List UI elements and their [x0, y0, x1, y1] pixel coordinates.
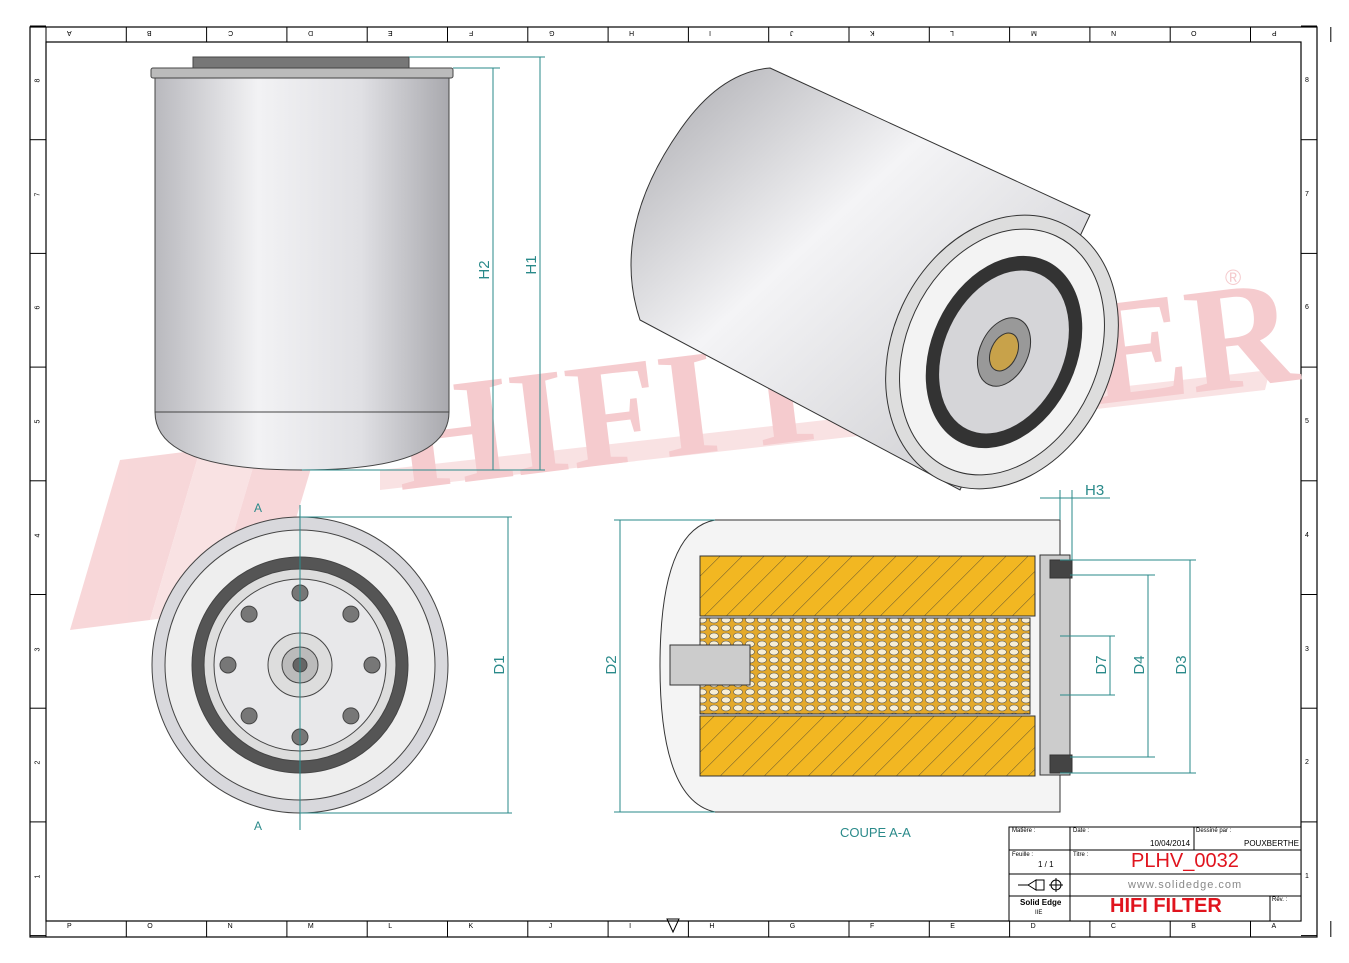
titre-label: Titre :: [1073, 852, 1089, 858]
section-view: [659, 519, 1073, 813]
row-label-left: 7: [34, 192, 42, 197]
row-label: 8: [1305, 77, 1309, 84]
column-label: N: [227, 923, 233, 930]
column-label-top: C: [227, 29, 233, 36]
bolt-hole: [342, 605, 360, 623]
filter-media-top: [699, 555, 1036, 617]
row-label-left: 2: [34, 760, 42, 765]
column-label-top: K: [870, 29, 875, 36]
column-label-top: A: [67, 29, 72, 36]
date-label: Date :: [1073, 828, 1090, 834]
center-mark-icon: [666, 918, 680, 934]
dim-h3: H3: [1085, 482, 1104, 499]
column-label-top: D: [307, 29, 313, 36]
column-label-top: H: [629, 29, 635, 36]
column-label: A: [1271, 923, 1277, 930]
row-label: 6: [1305, 304, 1309, 312]
outer-frame: [29, 26, 1318, 938]
column-label-top: L: [950, 29, 955, 36]
row-label-left: 1: [34, 874, 42, 879]
perforated-core: [699, 617, 1031, 715]
column-label: O: [147, 923, 153, 930]
column-label-top: F: [468, 29, 473, 36]
website: www.solidedge.com: [1128, 879, 1243, 891]
row-label-left: 5: [34, 419, 42, 424]
border-ticks: [30, 25, 1332, 937]
column-label: G: [789, 923, 796, 930]
row-label: 4: [1305, 531, 1309, 539]
column-label: J: [548, 923, 553, 930]
projection-symbol-icon: [1018, 878, 1063, 892]
column-label-top: B: [147, 29, 152, 36]
dim-d2: D2: [603, 655, 620, 674]
dimension-labels: H1 H2 H3 D1 D2 D3 D4 D7 A A COUPE A-A: [254, 255, 1190, 840]
matiere-label: Matière :: [1012, 828, 1036, 834]
row-label-left: 8: [34, 78, 42, 83]
row-label-left: 6: [34, 305, 42, 310]
dessine-value: POUXBERTHE: [1244, 839, 1299, 848]
column-label: H: [709, 923, 715, 930]
dim-h2: H2: [476, 260, 493, 279]
section-mark-top: A: [254, 501, 262, 515]
column-label: C: [1110, 923, 1116, 930]
dim-d3: D3: [1173, 655, 1190, 674]
bolt-hole: [363, 656, 381, 674]
column-label-top: J: [789, 29, 794, 36]
software-name: Solid Edge: [1020, 898, 1062, 907]
dim-h1: H1: [523, 255, 540, 274]
date-value: 10/04/2014: [1150, 839, 1191, 848]
column-label: E: [950, 923, 955, 930]
column-label: I: [629, 923, 632, 930]
title-block: [1008, 826, 1302, 922]
software-sub: IIE: [1035, 910, 1043, 916]
row-label-left: 4: [34, 533, 42, 538]
column-label: P: [67, 923, 72, 930]
dim-d1: D1: [491, 655, 508, 674]
column-label: M: [307, 923, 314, 930]
column-label: L: [388, 923, 393, 930]
column-label: K: [468, 923, 474, 930]
bolt-hole: [240, 605, 258, 623]
row-label: 1: [1305, 872, 1309, 880]
front-view: [150, 56, 454, 471]
dim-d7: D7: [1093, 655, 1110, 674]
bolt-hole: [219, 656, 237, 674]
column-label: B: [1191, 923, 1196, 930]
bolt-hole: [342, 707, 360, 725]
row-label: 5: [1305, 418, 1309, 426]
row-label: 3: [1305, 645, 1309, 653]
feuille-label: Feuille :: [1012, 852, 1034, 858]
row-label: 7: [1305, 190, 1309, 198]
dessine-label: Dessiné par :: [1196, 828, 1232, 834]
watermark-registered: ®: [1225, 265, 1241, 290]
column-label-top: O: [1191, 29, 1197, 36]
column-label-top: M: [1030, 29, 1037, 36]
column-label-top: E: [388, 29, 393, 36]
column-label-top: G: [548, 29, 555, 36]
isometric-view: [630, 67, 1119, 491]
dim-d4: D4: [1131, 655, 1148, 674]
section-label: COUPE A-A: [840, 825, 911, 840]
drawing-title: PLHV_0032: [1131, 850, 1239, 872]
bolt-hole: [240, 707, 258, 725]
column-label-top: N: [1110, 29, 1116, 36]
column-label: F: [870, 923, 875, 930]
row-label: 2: [1305, 759, 1309, 767]
filter-media-bottom: [699, 715, 1036, 777]
row-label-left: 3: [34, 647, 42, 651]
inner-frame: [45, 41, 1302, 922]
column-label-top: P: [1271, 29, 1277, 36]
dimension-lines: [299, 56, 1196, 830]
company-name: HIFI FILTER: [1110, 895, 1222, 917]
feuille-value: 1 / 1: [1038, 860, 1054, 869]
rev-label: Rév. :: [1272, 897, 1288, 903]
column-label: D: [1030, 923, 1036, 930]
section-mark-bottom: A: [254, 819, 262, 833]
